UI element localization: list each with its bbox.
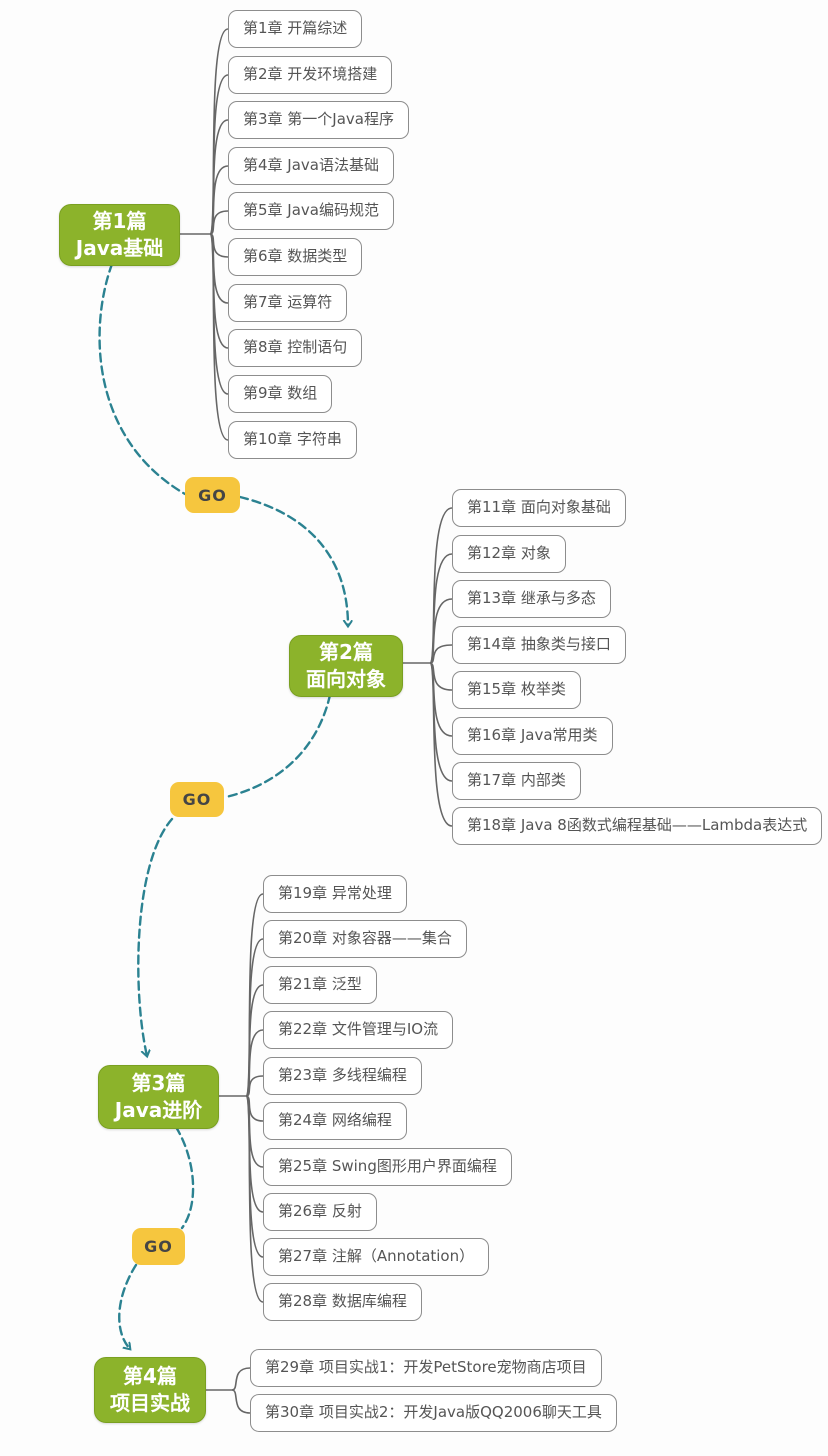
- chapter-node-20: 第20章 对象容器——集合: [263, 920, 467, 958]
- branch-connector: [429, 662, 453, 782]
- part-node-4: 第4篇 项目实战: [94, 1357, 206, 1423]
- branch-connector: [429, 598, 453, 664]
- chapter-node-19: 第19章 异常处理: [263, 875, 407, 913]
- chapter-node-7: 第7章 运算符: [228, 284, 348, 322]
- chapter-node-28: 第28章 数据库编程: [263, 1283, 422, 1321]
- chapter-node-10: 第10章 字符串: [228, 421, 357, 459]
- branch-connector: [245, 1075, 264, 1097]
- branch-connector: [245, 1029, 264, 1097]
- branch-connector: [209, 165, 229, 235]
- branch-connector: [245, 938, 264, 1097]
- branch-connector: [429, 507, 453, 664]
- branch-connector: [209, 233, 229, 395]
- branch-connector: [209, 74, 229, 235]
- branch-connector: [231, 1389, 251, 1414]
- branch-fan-part2: [401, 507, 453, 827]
- flow-curve-part1-to-go1: [98, 262, 187, 496]
- branch-connector: [245, 1095, 264, 1122]
- flow-curve-part2-to-go2: [224, 693, 332, 799]
- chapter-node-23: 第23章 多线程编程: [263, 1057, 422, 1095]
- chapter-node-9: 第9章 数组: [228, 375, 333, 413]
- chapter-node-16: 第16章 Java常用类: [452, 717, 613, 755]
- go-badge-2: GO: [170, 782, 224, 817]
- part-node-1: 第1篇 Java基础: [59, 204, 180, 266]
- branch-connector: [209, 233, 229, 258]
- branch-connector: [209, 233, 229, 441]
- chapter-node-4: 第4章 Java语法基础: [228, 147, 394, 185]
- chapter-node-13: 第13章 继承与多态: [452, 580, 611, 618]
- branch-fan-part3: [217, 893, 264, 1303]
- chapter-node-6: 第6章 数据类型: [228, 238, 363, 276]
- flow-curve-go2-to-part3: [137, 817, 174, 1056]
- branch-connector: [209, 119, 229, 235]
- chapter-node-21: 第21章 泛型: [263, 966, 377, 1004]
- part2-title-line2: 面向对象: [306, 667, 386, 691]
- chapter-node-22: 第22章 文件管理与IO流: [263, 1011, 454, 1049]
- part1-title-line1: 第1篇: [92, 209, 147, 233]
- chapter-node-24: 第24章 网络编程: [263, 1102, 407, 1140]
- chapter-node-11: 第11章 面向对象基础: [452, 489, 626, 527]
- branch-connector: [429, 662, 453, 827]
- chapter-node-26: 第26章 反射: [263, 1193, 377, 1231]
- chapter-node-15: 第15章 枚举类: [452, 671, 581, 709]
- branch-connector: [245, 893, 264, 1097]
- branch-connector: [209, 233, 229, 349]
- chapter-node-29: 第29章 项目实战1：开发PetStore宠物商店项目: [250, 1349, 602, 1387]
- part-node-3: 第3篇 Java进阶: [98, 1065, 219, 1129]
- branch-connector: [209, 28, 229, 235]
- branch-connector: [245, 1095, 264, 1213]
- branch-connector: [209, 210, 229, 235]
- branch-connector: [429, 662, 453, 691]
- branch-connector: [429, 553, 453, 664]
- branch-fan-part4: [203, 1367, 251, 1414]
- flow-curve-go1-to-part2: [238, 495, 348, 626]
- part4-title-line2: 项目实战: [110, 1391, 190, 1415]
- chapter-node-5: 第5章 Java编码规范: [228, 192, 394, 230]
- branch-connector: [429, 644, 453, 664]
- chapter-node-18: 第18章 Java 8函数式编程基础——Lambda表达式: [452, 807, 823, 845]
- chapter-node-17: 第17章 内部类: [452, 762, 581, 800]
- branch-connector: [245, 1095, 264, 1303]
- chapter-node-30: 第30章 项目实战2：开发Java版QQ2006聊天工具: [250, 1394, 617, 1432]
- chapter-node-2: 第2章 开发环境搭建: [228, 56, 393, 94]
- branch-connector: [245, 1095, 264, 1168]
- chapter-node-14: 第14章 抽象类与接口: [452, 626, 626, 664]
- chapter-node-12: 第12章 对象: [452, 535, 566, 573]
- branch-connector: [231, 1367, 251, 1391]
- go-badge-1: GO: [185, 477, 240, 513]
- chapter-node-3: 第3章 第一个Java程序: [228, 101, 409, 139]
- part-node-2: 第2篇 面向对象: [289, 635, 403, 697]
- part2-title-line1: 第2篇: [319, 640, 373, 664]
- part4-title-line1: 第4篇: [123, 1364, 177, 1388]
- branch-fan-part1: [178, 28, 229, 441]
- branch-connector: [209, 233, 229, 304]
- flow-curve-go3-to-part4: [118, 1263, 138, 1349]
- branch-connector: [245, 984, 264, 1097]
- chapter-node-27: 第27章 注解（Annotation）: [263, 1238, 490, 1276]
- part3-title-line1: 第3篇: [131, 1071, 186, 1095]
- chapter-node-1: 第1章 开篇综述: [228, 10, 363, 48]
- part3-title-line2: Java进阶: [114, 1098, 203, 1122]
- chapter-node-25: 第25章 Swing图形用户界面编程: [263, 1148, 512, 1186]
- go-badge-3: GO: [132, 1228, 185, 1265]
- branch-connector: [245, 1095, 264, 1258]
- chapter-node-8: 第8章 控制语句: [228, 329, 363, 367]
- flow-curve-part3-to-go3: [174, 1125, 195, 1230]
- part1-title-line2: Java基础: [75, 236, 164, 260]
- branch-connector: [429, 662, 453, 737]
